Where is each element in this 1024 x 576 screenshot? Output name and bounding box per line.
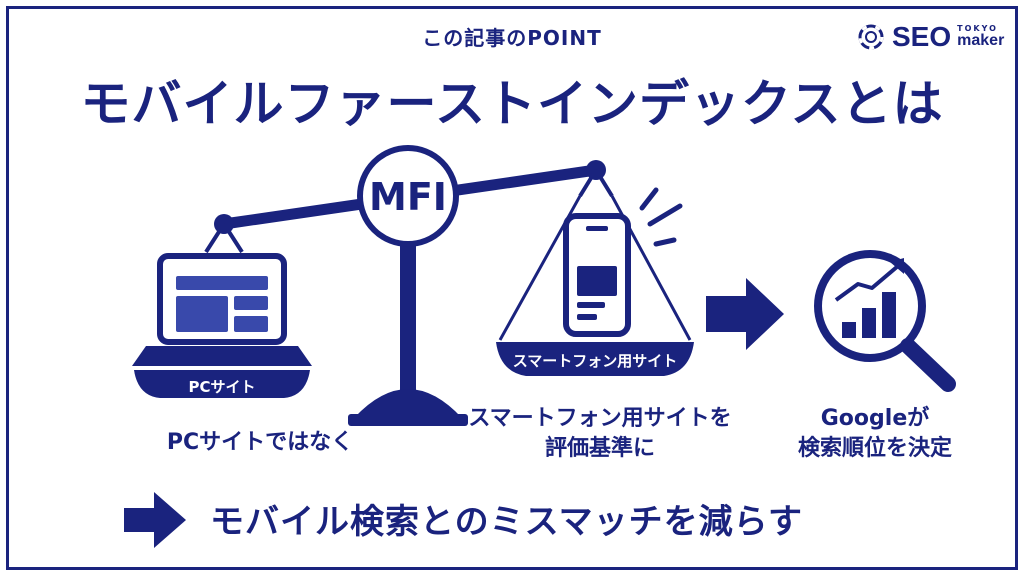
google-caption-line1: Googleが	[820, 406, 930, 431]
conclusion-arrow-icon	[124, 492, 186, 548]
pc-caption-text: PCサイトではなく	[166, 430, 354, 455]
point-label: この記事のPOINT	[422, 26, 602, 50]
google-caption-line2: 検索順位を決定	[797, 436, 952, 461]
left-pan-label: PCサイト	[188, 378, 255, 396]
logo-text: SEO	[892, 21, 952, 52]
mfi-label: MFI	[369, 175, 447, 219]
search-growth-icon	[814, 250, 956, 392]
sp-caption-line1: スマートフォン用サイトを	[468, 406, 732, 431]
sp-caption-line2: 評価基準に	[544, 436, 655, 461]
laptop-icon	[132, 253, 312, 366]
page-title: モバイルファーストインデックスとは	[80, 75, 944, 133]
smartphone-icon	[563, 187, 683, 337]
google-caption: Googleが 検索順位を決定	[760, 404, 990, 464]
slide-frame	[6, 6, 1018, 570]
conclusion-text: モバイル検索とのミスマッチを減らす	[210, 502, 803, 542]
brand-logo: SEO TOKYO maker	[856, 22, 1004, 52]
smartphone-caption: スマートフォン用サイトを 評価基準に	[440, 404, 760, 464]
right-pan: スマートフォン用サイト	[496, 342, 694, 376]
left-pan: PCサイト	[134, 370, 310, 398]
logo-ring-icon	[858, 24, 884, 50]
logo-top-text: TOKYO	[957, 24, 998, 33]
balance-scale-icon: MFI	[204, 145, 692, 426]
conclusion: モバイル検索とのミスマッチを減らす	[210, 494, 803, 543]
arrow-right-icon	[706, 278, 784, 350]
pc-caption: PCサイトではなく	[110, 428, 410, 458]
right-pan-label: スマートフォン用サイト	[513, 352, 678, 370]
logo-sub-text: maker	[957, 32, 1005, 49]
